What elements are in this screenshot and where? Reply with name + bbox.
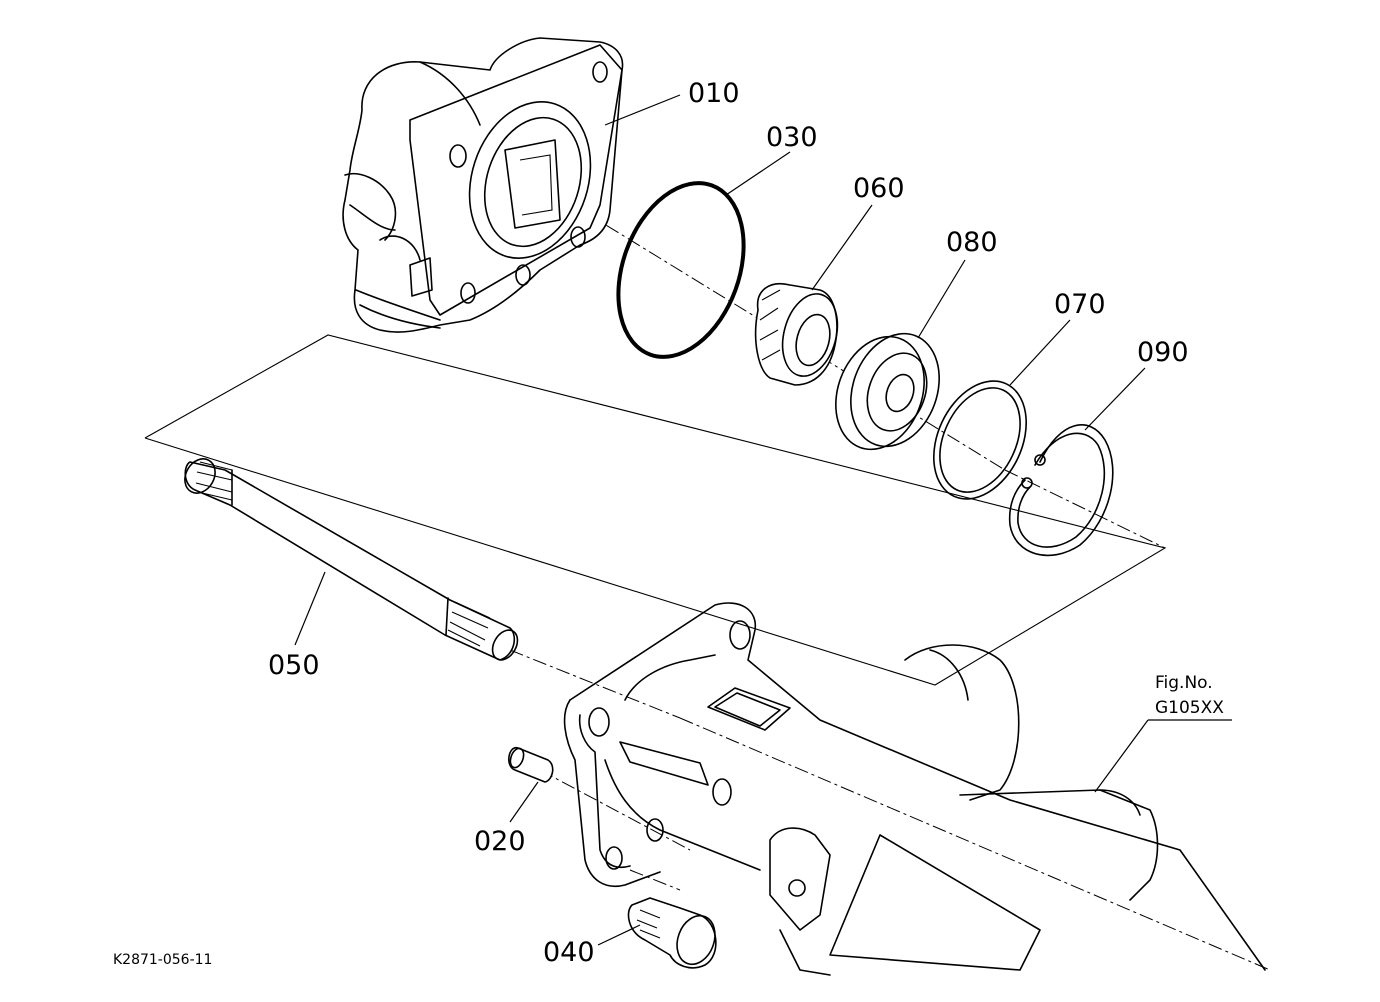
part-070-ring	[932, 380, 1028, 500]
part-020-dowel-pin	[508, 747, 554, 783]
part-090-snap-ring	[1008, 424, 1114, 557]
label-part-020: 020	[474, 826, 526, 857]
center-axis-lines	[499, 159, 1271, 971]
part-050-shaft	[184, 458, 519, 661]
figure-ref-bracket	[1094, 719, 1232, 793]
label-part-030: 030	[766, 122, 818, 153]
label-part-090: 090	[1137, 337, 1189, 368]
label-part-050: 050	[268, 650, 320, 681]
label-part-080: 080	[946, 227, 998, 258]
part-030-o-ring	[616, 181, 746, 359]
part-080-ball-bearing	[835, 332, 940, 451]
drawing-code: K2871-056-11	[113, 952, 212, 968]
part-040-plug	[627, 897, 717, 969]
label-part-010: 010	[688, 78, 740, 109]
figure-ref-prefix: Fig.No.	[1155, 673, 1213, 693]
part-060-bevel-gear	[754, 283, 839, 386]
label-part-070: 070	[1054, 289, 1106, 320]
label-part-060: 060	[853, 173, 905, 204]
leader-lines	[294, 94, 1146, 946]
figure-ref-code: G105XX	[1155, 698, 1224, 718]
part-labels: 010 030 060 080 070 090 050 020 040	[268, 78, 1189, 968]
transmission-housing	[563, 602, 1266, 976]
figure-ref-label: Fig.No. G105XX	[1155, 673, 1224, 718]
label-part-040: 040	[543, 937, 595, 968]
part-010-elbow-housing	[342, 37, 624, 333]
